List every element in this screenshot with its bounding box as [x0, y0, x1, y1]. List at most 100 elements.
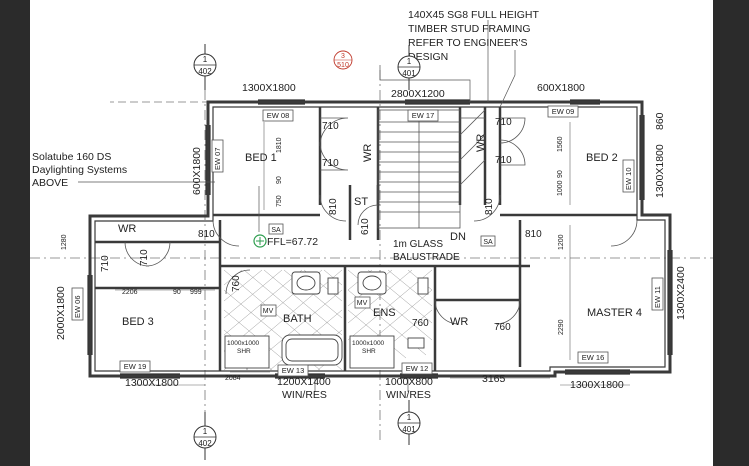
- door-size: 810: [198, 229, 215, 240]
- window-tag: EW 12: [406, 364, 429, 373]
- room-label-bed1: BED 1: [245, 152, 277, 164]
- window-size-bottom-right: 1300X1800: [570, 379, 624, 391]
- dim-text: 90: [173, 289, 181, 296]
- room-label-bath: BATH: [283, 313, 312, 325]
- staircase: [377, 109, 486, 229]
- window-size-bed2-small: 860: [654, 112, 666, 130]
- dim-text-3165: 3165: [482, 373, 506, 385]
- marker-number: 1: [407, 413, 412, 422]
- balustrade-label-2: BALUSTRADE: [393, 252, 460, 263]
- door-size: 810: [484, 198, 495, 215]
- room-label-wr: WR: [475, 134, 487, 152]
- window-tags: EW 08 EW 17 EW 09 EW 07 EW 10 EW 06 EW 1…: [71, 105, 664, 377]
- door-size: 710: [100, 255, 111, 272]
- door-size: 710: [139, 249, 150, 266]
- shower-size-label: 1000x1000: [227, 340, 260, 347]
- framing-note-line-3: REFER TO ENGINEER'S: [408, 37, 527, 49]
- window-res-ens: WIN/RES: [386, 389, 431, 401]
- window-size-bottom-ens: 1000X800: [385, 376, 433, 388]
- door-size: 810: [525, 229, 542, 240]
- dim-text: 90: [276, 176, 283, 184]
- smoke-alarm-label: SA: [483, 239, 493, 246]
- window-tag: EW 11: [653, 286, 662, 308]
- door-size: 710: [495, 155, 512, 166]
- floor-plan: 140X45 SG8 FULL HEIGHT TIMBER STUD FRAMI…: [30, 9, 713, 460]
- doors: [124, 117, 638, 325]
- skylight-note-line-2: Daylighting Systems: [32, 164, 127, 176]
- smoke-alarm-label: SA: [271, 227, 281, 234]
- skylight-note-line-1: Solatube 160 DS: [32, 151, 111, 163]
- door-size: 610: [360, 218, 371, 235]
- door-size: 760: [494, 322, 511, 333]
- window-size-bed1-side: 600X1800: [191, 147, 203, 195]
- dim-text: 2084: [225, 375, 241, 382]
- room-label-wr: WR: [362, 144, 374, 162]
- window-tag: EW 16: [582, 353, 605, 362]
- room-label-wr: WR: [118, 223, 136, 235]
- dimension-lines: [115, 122, 630, 386]
- door-size: 710: [322, 158, 339, 169]
- framing-note-line-1: 140X45 SG8 FULL HEIGHT: [408, 9, 540, 21]
- dimension-texts: 1810 750 90 1560 1000 90 1280 2206 90 99…: [61, 136, 565, 382]
- window-size-bed3-side: 2000X1800: [55, 286, 67, 340]
- window-size-master-side: 1300X2400: [675, 266, 687, 320]
- room-label-bed3: BED 3: [122, 316, 154, 328]
- dim-text: 1560: [557, 136, 564, 152]
- section-marker-510: 3 510: [333, 50, 353, 70]
- window-size-top-mid: 2800X1200: [391, 88, 445, 100]
- shower-label: SHR: [362, 348, 376, 355]
- ffl-label: FFL=67.72: [267, 236, 318, 248]
- dim-text: 1200: [558, 234, 565, 250]
- framing-note: 140X45 SG8 FULL HEIGHT TIMBER STUD FRAMI…: [408, 9, 540, 63]
- dim-text: 999: [190, 289, 202, 296]
- room-label-st: ST: [354, 196, 368, 208]
- marker-number: 3: [341, 53, 345, 60]
- dim-text: 1810: [276, 137, 283, 153]
- door-size-labels: 710 710 710 710 810 810 810 810 710 710 …: [100, 117, 542, 333]
- stair-dn-label: DN: [450, 231, 466, 243]
- window-size-bottom-left: 1300X1800: [125, 377, 179, 389]
- balustrade-label-1: 1m GLASS: [393, 239, 443, 250]
- door-size: 710: [495, 117, 512, 128]
- marker-sheet: 401: [402, 425, 416, 434]
- leader-lines: [258, 20, 516, 392]
- room-labels: BED 1 BED 2 BED 3 MASTER 4 BATH ENS WR W…: [118, 134, 642, 328]
- marker-number: 1: [203, 55, 208, 64]
- marker-number: 1: [407, 57, 412, 66]
- dim-text: 1280: [61, 234, 68, 250]
- section-marker-401-top: 1 401: [397, 45, 421, 90]
- window-size-labels: 1300X1800 2800X1200 600X1800 600X1800 13…: [55, 82, 687, 401]
- door-size: 710: [322, 121, 339, 132]
- framing-note-line-2: TIMBER STUD FRAMING: [408, 23, 531, 35]
- dim-text: 2290: [558, 319, 565, 335]
- outer-walls: [88, 100, 672, 378]
- door-size: 760: [412, 318, 429, 329]
- shower-label: SHR: [237, 348, 251, 355]
- drawing-sheet: 140X45 SG8 FULL HEIGHT TIMBER STUD FRAMI…: [30, 0, 713, 466]
- window-size-bed2-side: 1300X1800: [654, 144, 666, 198]
- window-size-top-right: 600X1800: [537, 82, 585, 94]
- window-tag: EW 10: [624, 167, 633, 190]
- window-tag: EW 08: [267, 111, 290, 120]
- section-marker-401-bottom: 1 401: [397, 400, 421, 445]
- marker-number: 1: [203, 427, 208, 436]
- room-label-wr: WR: [450, 316, 468, 328]
- window-tag: EW 19: [124, 362, 147, 371]
- mv-label: MV: [263, 308, 274, 315]
- window-size-bottom-bath: 1200X1400: [277, 376, 331, 388]
- marker-sheet: 402: [198, 439, 212, 448]
- window-tag: EW 17: [412, 111, 435, 120]
- marker-sheet: 401: [402, 69, 416, 78]
- dim-text: 2206: [122, 289, 138, 296]
- window-res-bath: WIN/RES: [282, 389, 327, 401]
- fixtures: [224, 271, 429, 369]
- window-marks: [87, 99, 673, 379]
- marker-sheet: 510: [337, 62, 349, 69]
- skylight-note-line-3: ABOVE: [32, 177, 68, 189]
- shower-size-label: 1000x1000: [352, 340, 385, 347]
- door-size: 810: [328, 198, 339, 215]
- section-marker-402-top: 1 402: [193, 44, 217, 90]
- room-label-master: MASTER 4: [587, 307, 642, 319]
- door-size: 760: [231, 275, 242, 292]
- room-label-ens: ENS: [373, 307, 396, 319]
